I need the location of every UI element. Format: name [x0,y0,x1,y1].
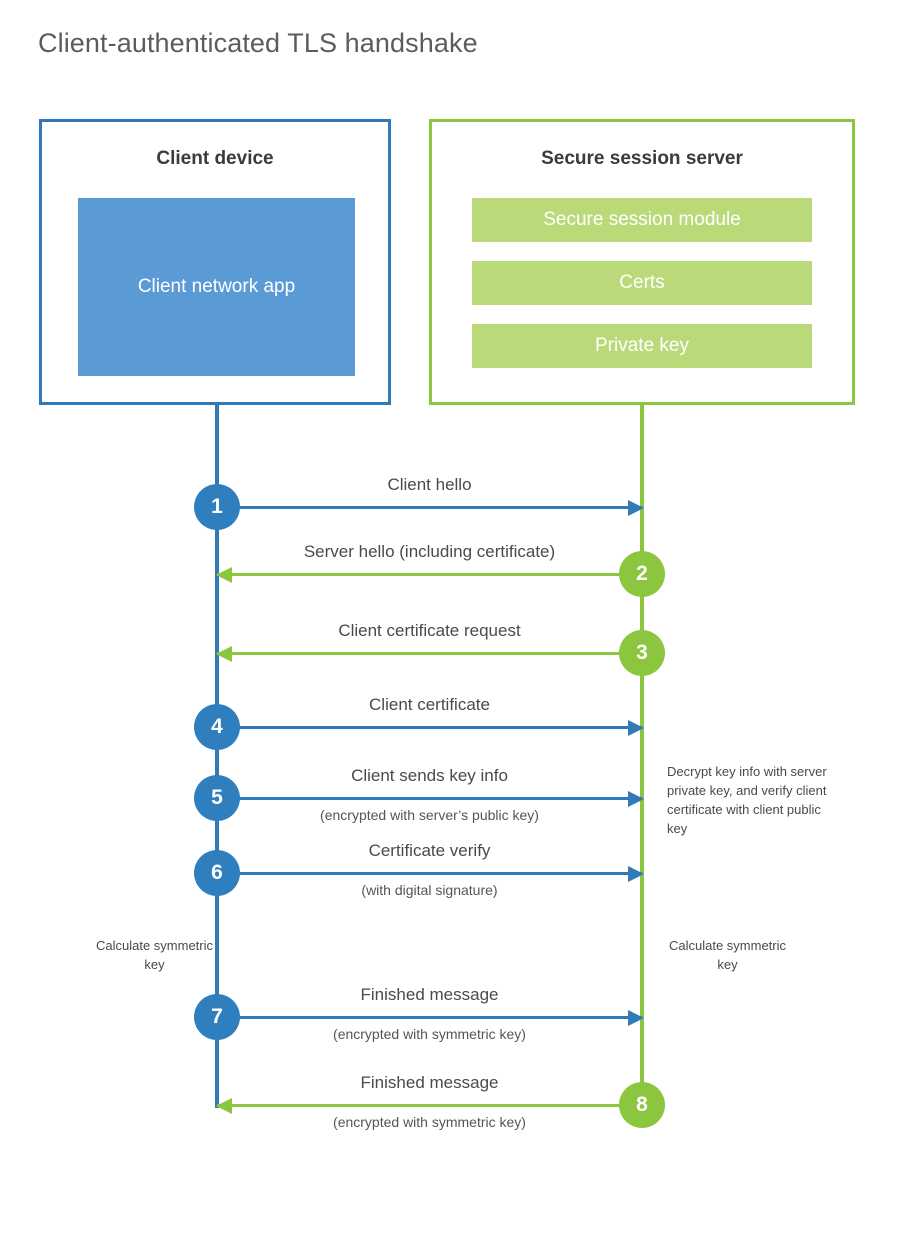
server-component-certs: Certs [472,261,812,305]
step-badge-7: 7 [194,994,240,1040]
message-arrow-line [217,872,642,875]
step-badge-2: 2 [619,551,665,597]
arrow-head-right-icon [628,866,644,882]
client-lifeline [215,405,219,1108]
message-arrow-line [217,652,642,655]
server-component-private-key: Private key [472,324,812,368]
client-device-box: Client device Client network app [39,119,391,405]
step-badge-5: 5 [194,775,240,821]
secure-session-server-title: Secure session server [541,148,743,169]
arrow-head-right-icon [628,720,644,736]
message-label: Client hello [387,475,472,494]
client-network-app-block: Client network app [78,198,355,376]
step-badge-8: 8 [619,1082,665,1128]
message-sublabel: (encrypted with symmetric key) [333,1114,526,1130]
arrow-head-right-icon [628,791,644,807]
secure-session-server-box: Secure session server Secure session mod… [429,119,855,405]
message-label: Client certificate [369,695,490,714]
message-arrow-line [217,1104,642,1107]
server-component-label: Private key [595,335,689,356]
message-arrow-line [217,797,642,800]
step-badge-3: 3 [619,630,665,676]
server-lifeline [640,405,644,1106]
arrow-head-left-icon [216,567,232,583]
arrow-head-left-icon [216,646,232,662]
step-badge-6: 6 [194,850,240,896]
arrow-head-right-icon [628,500,644,516]
message-sublabel: (encrypted with symmetric key) [333,1026,526,1042]
server-component-label: Secure session module [543,209,741,230]
step-badge-4: 4 [194,704,240,750]
message-arrow-line [217,726,642,729]
server-calculate-symmetric-key-annotation: Calculate symmetric key [668,938,787,972]
server-component-secure-session-module: Secure session module [472,198,812,242]
message-label: Client sends key info [351,766,508,785]
arrow-head-right-icon [628,1010,644,1026]
message-label: Server hello (including certificate) [303,542,556,561]
message-arrow-line [217,1016,642,1019]
message-label: Certificate verify [368,841,491,860]
step-badge-1: 1 [194,484,240,530]
message-label: Finished message [360,985,499,1004]
arrow-head-left-icon [216,1098,232,1114]
client-calculate-symmetric-key-annotation: Calculate symmetric key [95,938,214,972]
client-network-app-label: Client network app [137,276,296,298]
message-sublabel: (encrypted with server’s public key) [320,807,539,823]
server-decrypt-annotation: Decrypt key info with server private key… [667,764,827,836]
message-arrow-line [217,573,642,576]
message-label: Client certificate request [338,621,521,640]
message-sublabel: (with digital signature) [361,882,498,898]
client-device-title: Client device [156,148,274,169]
message-label: Finished message [360,1073,499,1092]
message-arrow-line [217,506,642,509]
page-title: Client-authenticated TLS handshake [38,28,478,58]
server-component-label: Certs [619,272,665,293]
